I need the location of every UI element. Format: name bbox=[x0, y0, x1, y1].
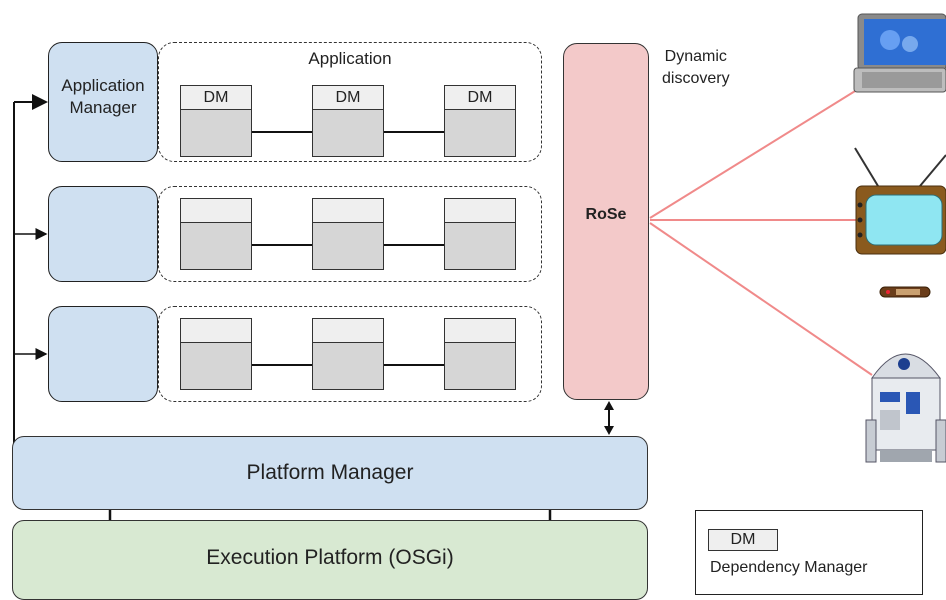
application-manager-2 bbox=[48, 186, 158, 282]
discovery-link-netbook bbox=[649, 87, 861, 219]
component-2-2 bbox=[312, 198, 384, 270]
dependency-manager-slot bbox=[313, 319, 383, 343]
application-frame-2 bbox=[158, 186, 542, 282]
execution-platform-label: Execution Platform (OSGi) bbox=[206, 546, 454, 569]
dependency-manager-slot bbox=[181, 319, 251, 343]
component-2-1 bbox=[180, 198, 252, 270]
double-arrow-head-down bbox=[604, 426, 614, 435]
rose-module: RoSe bbox=[563, 43, 649, 400]
component-link bbox=[252, 364, 312, 366]
component-link bbox=[384, 364, 444, 366]
dependency-manager-slot bbox=[181, 199, 251, 223]
legend-dm-box: DM bbox=[708, 529, 778, 551]
component-link bbox=[252, 244, 312, 246]
execution-platform: Execution Platform (OSGi) bbox=[12, 520, 648, 600]
component-2-3 bbox=[444, 198, 516, 270]
dependency-manager-slot bbox=[313, 199, 383, 223]
component-link bbox=[384, 131, 444, 133]
dependency-manager-slot bbox=[445, 319, 515, 343]
netbook-icon bbox=[853, 13, 946, 93]
application-manager-3 bbox=[48, 306, 158, 402]
remote-control-icon bbox=[879, 286, 931, 298]
dependency-manager-label: DM bbox=[181, 86, 251, 110]
legend-description: Dependency Manager bbox=[710, 559, 868, 576]
platform-manager-label: Platform Manager bbox=[246, 461, 414, 484]
rose-label: RoSe bbox=[585, 206, 627, 223]
platform-manager: Platform Manager bbox=[12, 436, 648, 510]
dependency-manager-label: DM bbox=[445, 86, 515, 110]
application-manager-label: Application Manager bbox=[49, 75, 157, 119]
legend: DM Dependency Manager bbox=[695, 510, 923, 595]
component-3-3 bbox=[444, 318, 516, 390]
television-icon bbox=[854, 147, 946, 255]
application-manager-1: Application Manager bbox=[48, 42, 158, 162]
dependency-manager-label: DM bbox=[313, 86, 383, 110]
component-1-3: DM bbox=[444, 85, 516, 157]
application-title: Application bbox=[308, 49, 392, 68]
component-1-2: DM bbox=[312, 85, 384, 157]
dynamic-discovery-label: Dynamic discovery bbox=[662, 46, 730, 90]
robot-icon bbox=[865, 353, 946, 463]
dependency-manager-slot bbox=[445, 199, 515, 223]
dynamic-discovery-line2: discovery bbox=[662, 70, 730, 87]
application-frame-3 bbox=[158, 306, 542, 402]
component-link bbox=[252, 131, 312, 133]
discovery-link-robot bbox=[649, 222, 873, 376]
diagram-connectors bbox=[13, 13, 946, 545]
application-manager-label-line1: Application bbox=[61, 76, 145, 95]
component-link bbox=[384, 244, 444, 246]
application-manager-label-line2: Manager bbox=[69, 98, 137, 117]
double-arrow-head-up bbox=[604, 401, 614, 410]
component-3-2 bbox=[312, 318, 384, 390]
application-frame-1: Application bbox=[158, 42, 542, 162]
component-3-1 bbox=[180, 318, 252, 390]
dynamic-discovery-line1: Dynamic bbox=[664, 48, 727, 65]
component-1-1: DM bbox=[180, 85, 252, 157]
